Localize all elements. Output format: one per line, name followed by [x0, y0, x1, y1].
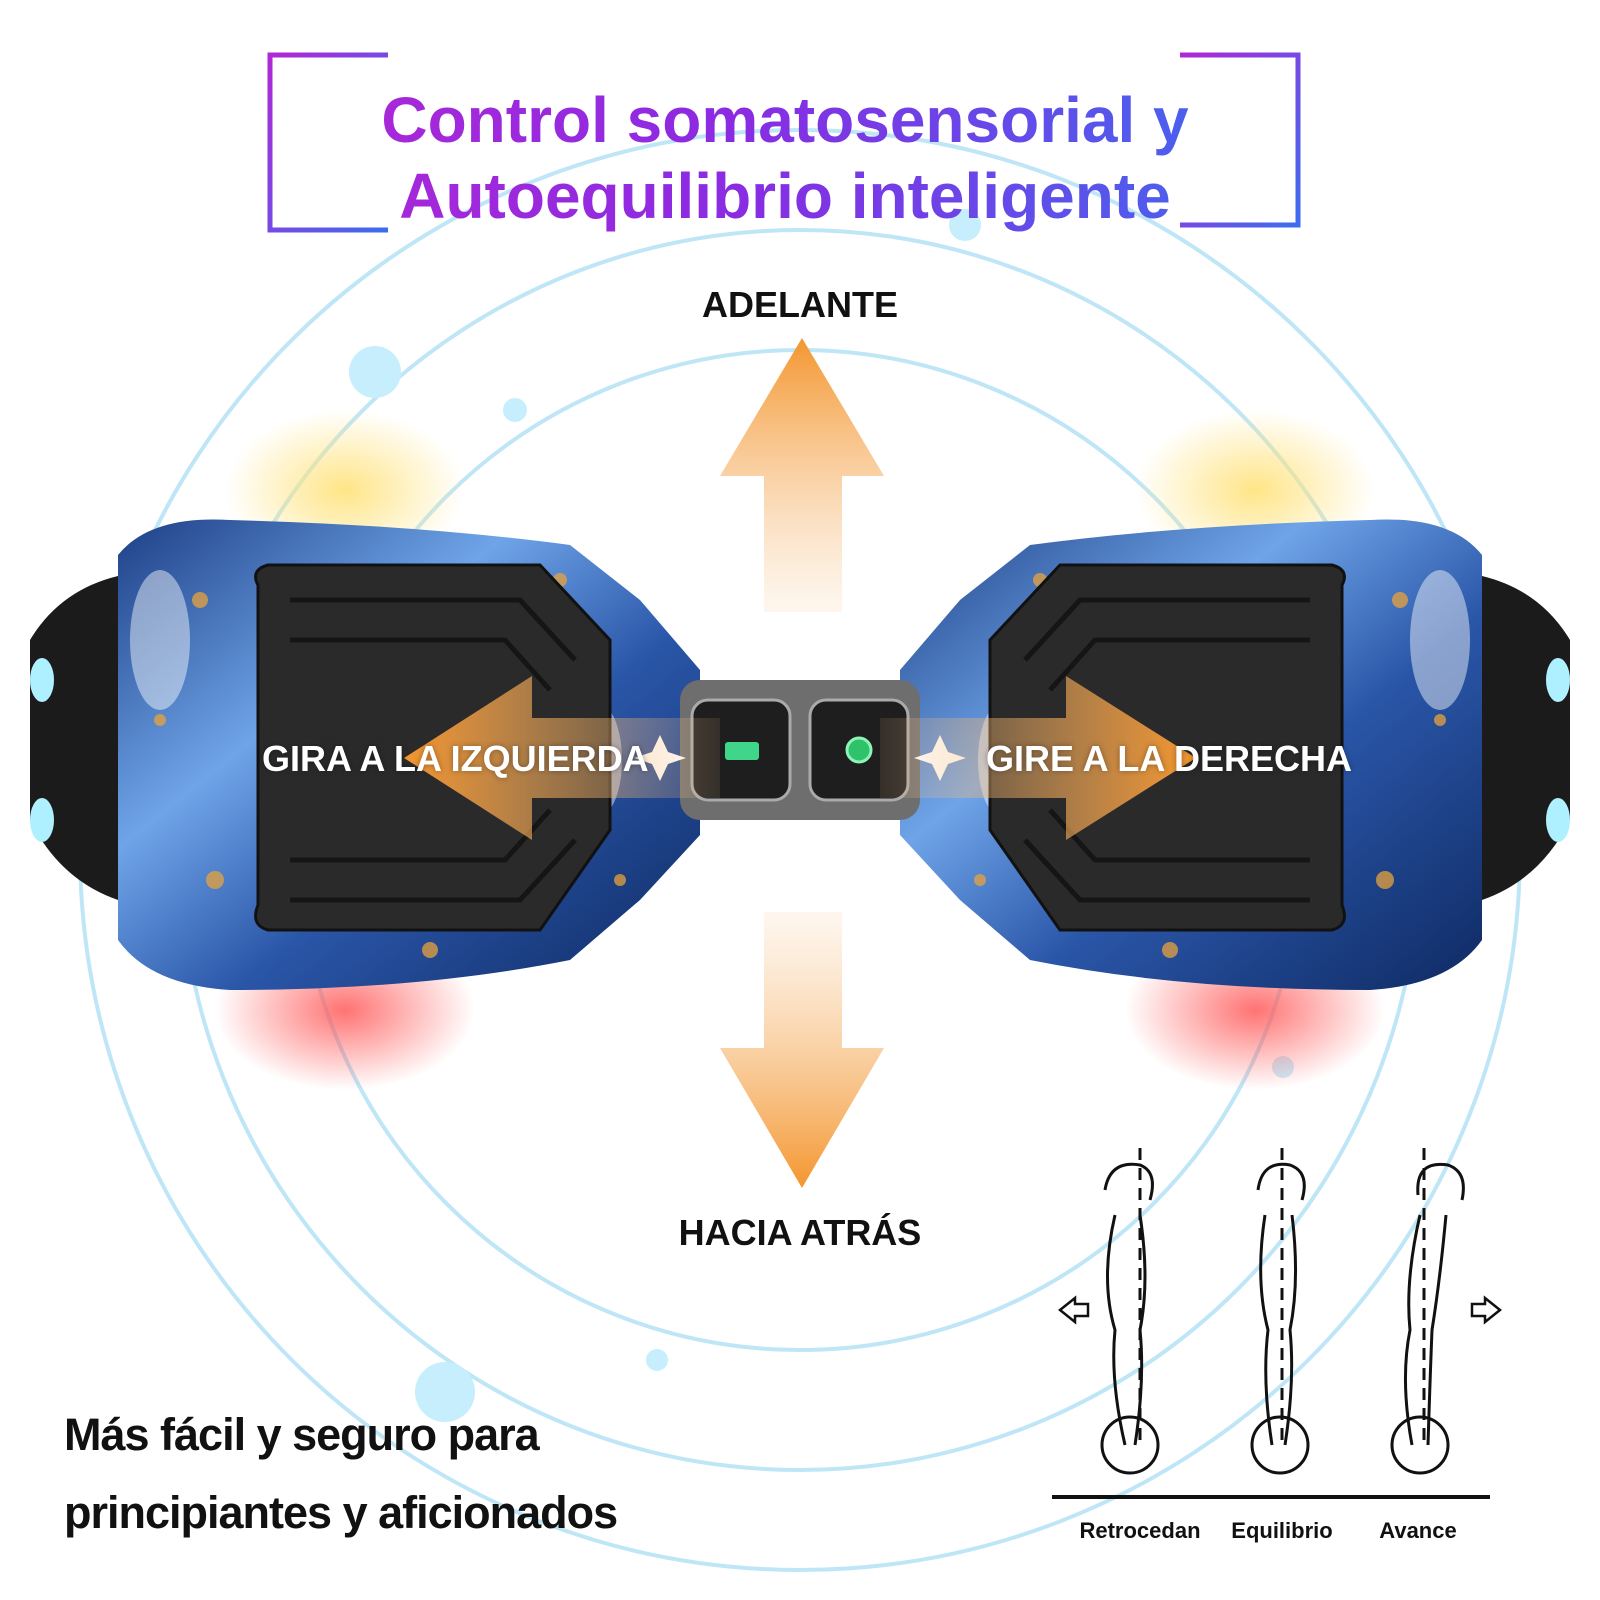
arrow-right-icon: [880, 676, 1196, 840]
stance-figure-forward: [1390, 1148, 1503, 1475]
tagline-line-1: Más fácil y seguro para: [64, 1409, 540, 1460]
power-icon: [845, 736, 873, 764]
stance-figure-balance: [1250, 1148, 1310, 1475]
label-forward: ADELANTE: [702, 284, 898, 325]
title-line-2: Autoequilibrio inteligente: [268, 160, 1302, 232]
arrow-up-icon: [720, 338, 884, 612]
hoverboard: [30, 519, 1570, 990]
label-turn-left: GIRA A LA IZQUIERDA: [262, 738, 649, 779]
tagline-line-2: principiantes y aficionados: [64, 1487, 618, 1538]
stance-label-balance: Equilibrio: [1231, 1518, 1333, 1543]
label-turn-right: GIRE A LA DERECHA: [986, 738, 1353, 779]
title-line-1: Control somatosensorial y: [268, 84, 1302, 156]
arrow-down-icon: [720, 912, 884, 1188]
battery-icon: [725, 742, 759, 760]
stance-diagram: [1052, 1148, 1503, 1499]
stance-label-forward: Avance: [1379, 1518, 1457, 1543]
arrow-left-icon: [404, 676, 720, 840]
title-frame: [267, 52, 1301, 233]
stance-label-back: Retrocedan: [1079, 1518, 1201, 1543]
label-backward: HACIA ATRÁS: [678, 1212, 922, 1253]
stance-figure-back: [1057, 1148, 1160, 1475]
title-block: Control somatosensorial y Autoequilibrio…: [268, 52, 1302, 232]
